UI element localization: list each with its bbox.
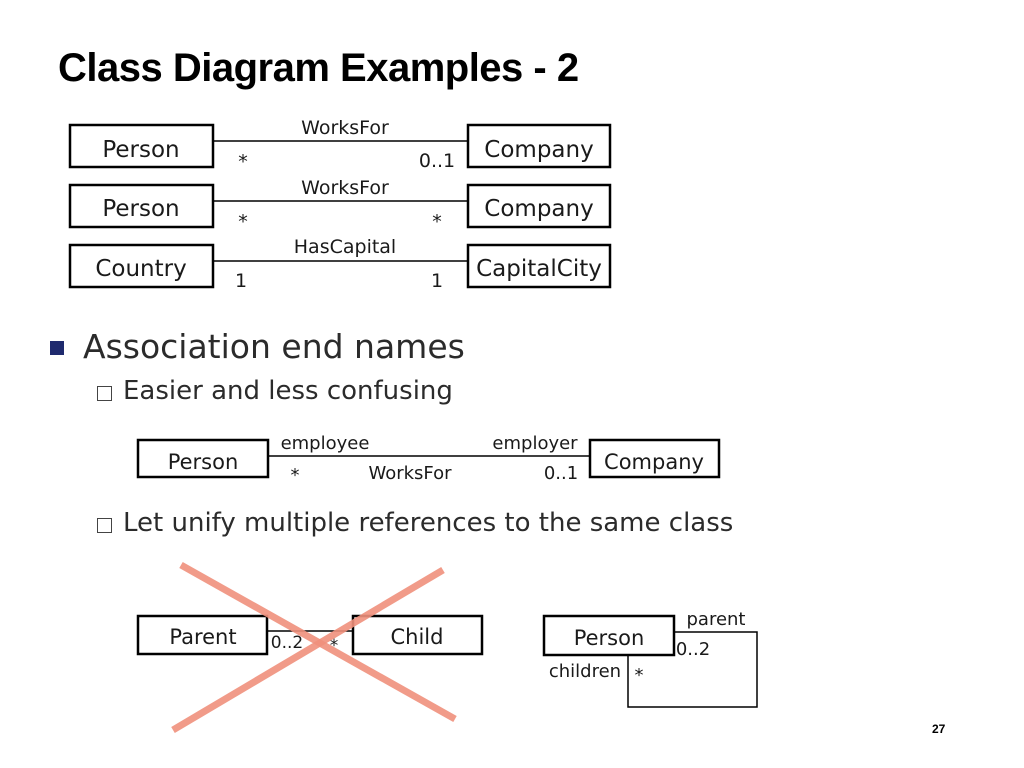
multiplicity: * [238, 151, 248, 173]
multiplicity: 0..2 [676, 639, 710, 660]
association-example-1: Person Company WorksFor * 0..1 [68, 117, 612, 173]
class-name: CapitalCity [476, 256, 602, 282]
bullet-square-icon [50, 341, 64, 355]
multiplicity: 1 [235, 270, 247, 292]
multiplicity: * [432, 211, 442, 233]
multiplicity: 1 [431, 270, 443, 292]
class-name: Company [604, 450, 704, 474]
association-line [627, 631, 758, 708]
class-name: Person [102, 137, 179, 163]
class-name: Person [102, 196, 179, 222]
sub-bullet-box-icon [97, 518, 112, 533]
end-names-diagram: Person Company employee employer WorksFo… [136, 433, 721, 486]
crossed-diagram: Parent Child 0..2 * [136, 561, 484, 734]
sub-bullet-text: Let unify multiple references to the sam… [123, 508, 734, 538]
association-name: HasCapital [294, 236, 396, 258]
multiplicity: * [291, 465, 300, 486]
class-name: Person [168, 450, 239, 474]
class-box [351, 614, 484, 656]
role-name: employee [281, 433, 370, 454]
association-name: WorksFor [368, 463, 452, 484]
association-example-2: Person Company WorksFor * * [68, 177, 612, 233]
self-association-diagram: Person parent 0..2 children * [542, 609, 758, 708]
multiplicity: 0..1 [544, 463, 578, 484]
sub-bullet-box-icon [97, 386, 112, 401]
class-name: Person [574, 626, 645, 650]
class-name: Country [95, 256, 186, 282]
slide-number: 27 [932, 722, 946, 736]
sub-bullet-text: Easier and less confusing [123, 376, 453, 406]
class-box [466, 243, 612, 289]
class-box [588, 438, 721, 479]
role-name: employer [492, 433, 578, 454]
class-box [466, 183, 612, 229]
bullet-text: Association end names [83, 327, 465, 366]
class-name: Company [484, 137, 593, 163]
multiplicity: * [330, 636, 339, 656]
class-name: Company [484, 196, 593, 222]
multiplicity: * [238, 211, 248, 233]
class-box [136, 614, 269, 656]
role-name: children [549, 661, 621, 682]
cross-stroke [171, 566, 445, 734]
page-title: Class Diagram Examples - 2 [58, 46, 579, 90]
association-example-3: Country CapitalCity HasCapital 1 1 [68, 236, 612, 292]
association-name: WorksFor [301, 117, 389, 139]
class-box [68, 123, 215, 169]
multiplicity: 0..2 [271, 633, 303, 653]
class-box [68, 183, 215, 229]
multiplicity: * [635, 665, 644, 686]
class-name: Child [391, 625, 444, 649]
class-box [68, 243, 215, 289]
class-name: Parent [169, 625, 236, 649]
class-box [466, 123, 612, 169]
class-box [136, 438, 270, 479]
multiplicity: 0..1 [419, 150, 455, 172]
association-name: WorksFor [301, 177, 389, 199]
role-name: parent [686, 609, 745, 630]
class-box [542, 614, 676, 657]
